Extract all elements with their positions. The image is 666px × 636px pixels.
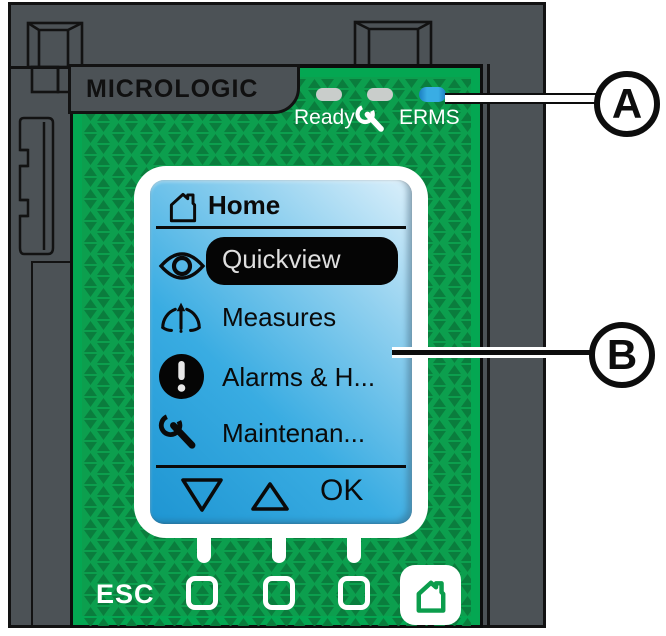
down-button[interactable] (186, 576, 218, 610)
screen-title: Home (208, 190, 281, 220)
up-arrow-icon (251, 482, 289, 511)
home-button[interactable] (400, 565, 461, 625)
side-latch (18, 116, 55, 256)
house-icon (416, 580, 445, 613)
brand-label: MICROLOGIC (86, 74, 259, 103)
menu-item-measures: Measures (222, 302, 337, 332)
callout-b-circle: B (589, 322, 655, 388)
menu-item-quickview: Quickview (222, 244, 341, 274)
gauge-icon (161, 302, 201, 333)
screen-stub (272, 536, 286, 563)
top-left-clip (26, 21, 84, 94)
screen-stub (197, 536, 211, 563)
eye-icon (158, 252, 206, 280)
brand-tab: MICROLOGIC (68, 64, 300, 114)
erms-led (419, 87, 446, 102)
housing-seam (31, 261, 72, 263)
down-arrow-icon (181, 478, 223, 512)
wrench-icon (355, 105, 384, 132)
divider (156, 226, 406, 229)
home-icon (169, 192, 197, 223)
up-button[interactable] (263, 576, 295, 610)
callout-a-line (445, 93, 596, 104)
ok-softkey-label: OK (320, 474, 364, 507)
erms-led-label: ERMS (399, 106, 460, 129)
callout-a-letter: A (611, 80, 643, 127)
ready-led (316, 88, 342, 101)
housing-seam (487, 64, 490, 628)
callout-b-line (392, 347, 591, 358)
menu-item-maintenance: Maintenan... (222, 418, 366, 448)
housing-seam (31, 261, 33, 628)
menu-item-alarms: Alarms & H... (222, 362, 376, 392)
lcd-screen: Home Quickview Measures Alarms & H... (150, 180, 412, 524)
screen-stub (347, 536, 361, 563)
callout-b-letter: B (606, 331, 638, 378)
maintenance-led (367, 88, 393, 101)
esc-label: ESC (96, 579, 155, 609)
wrench-icon (158, 414, 196, 449)
ok-button[interactable] (338, 576, 370, 610)
divider (156, 465, 406, 468)
alert-icon (159, 354, 204, 399)
callout-a-circle: A (594, 71, 660, 137)
ready-led-label: Ready (294, 106, 355, 129)
